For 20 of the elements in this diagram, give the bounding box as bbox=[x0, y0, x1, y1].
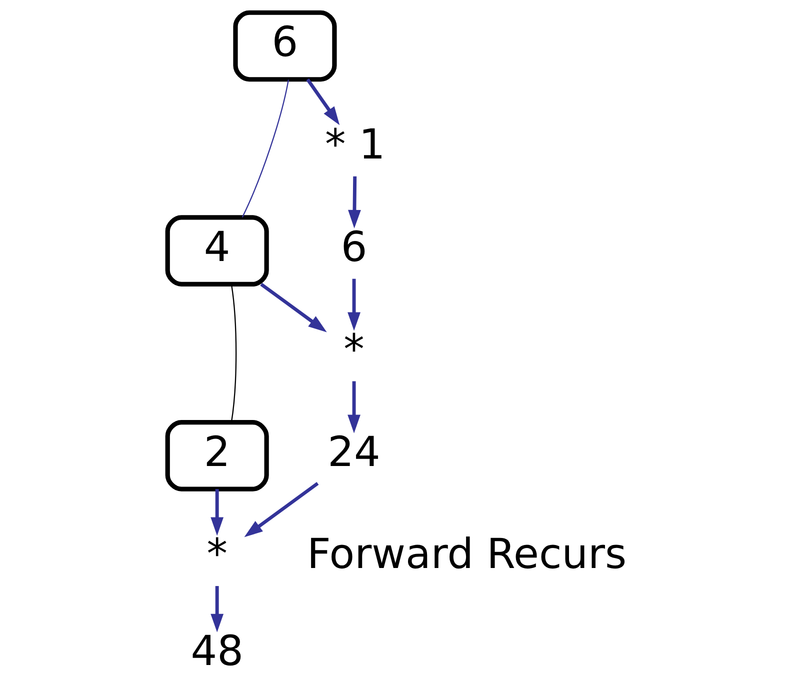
arrow bbox=[260, 282, 327, 332]
connector bbox=[230, 284, 237, 422]
node-box: 4 bbox=[165, 215, 269, 286]
connector bbox=[242, 80, 290, 218]
node-text: * bbox=[206, 530, 228, 578]
node-text: 48 bbox=[190, 626, 244, 675]
node-box: 2 bbox=[165, 420, 269, 492]
arrow bbox=[210, 586, 224, 632]
arrow bbox=[348, 381, 360, 434]
node-text: * bbox=[344, 325, 364, 374]
label: Forward Recurs bbox=[306, 530, 627, 578]
arrow bbox=[348, 278, 360, 331]
node-text: 24 bbox=[328, 428, 380, 476]
arrow bbox=[210, 489, 224, 536]
arrow bbox=[348, 176, 361, 228]
node-box: 6 bbox=[233, 10, 337, 82]
node-text: 6 bbox=[340, 222, 368, 271]
arrow bbox=[244, 482, 319, 538]
arrow bbox=[306, 78, 340, 126]
node-text: * 1 bbox=[325, 120, 386, 169]
